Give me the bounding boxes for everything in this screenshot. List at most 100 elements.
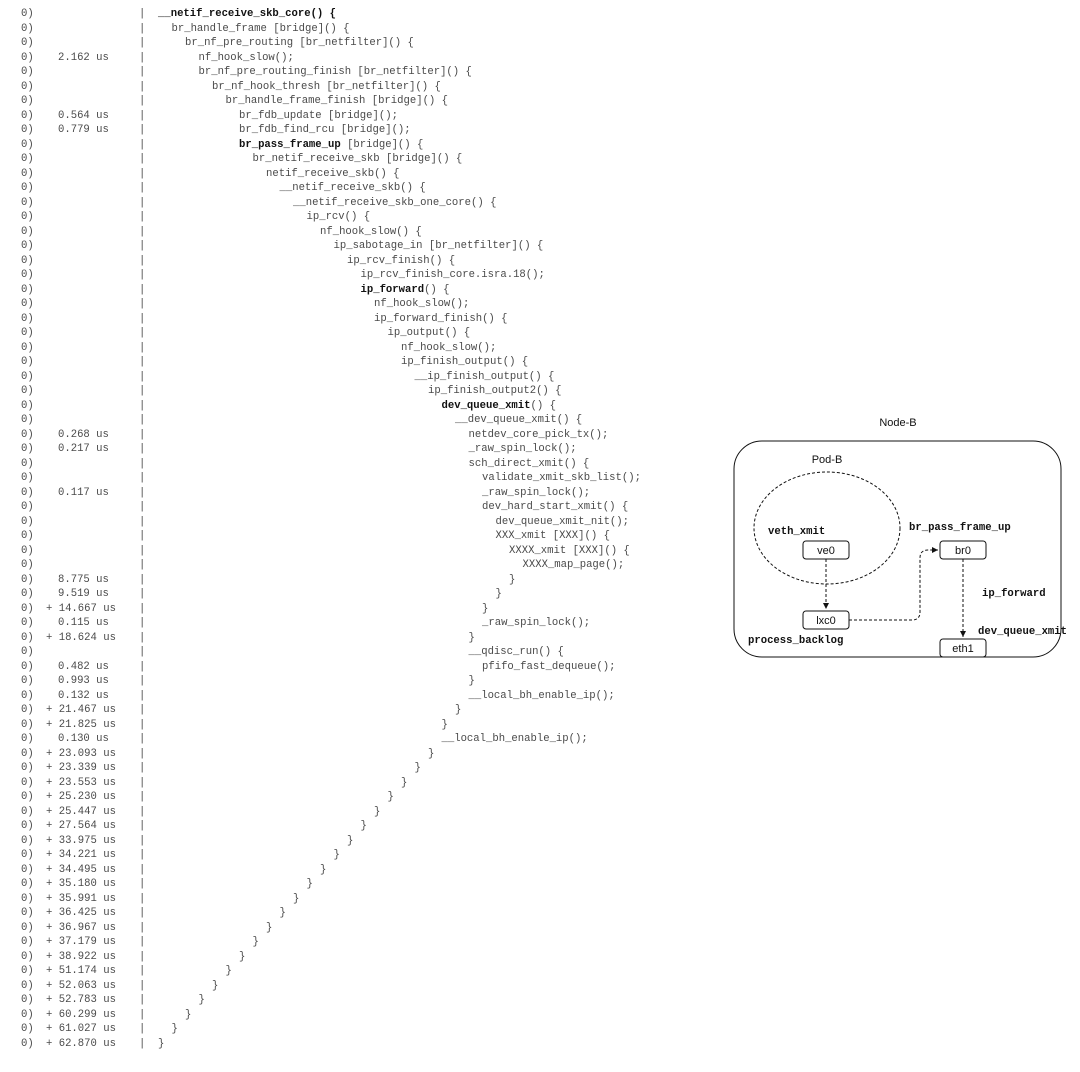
trace-line: 0)2.162 us|nf_hook_slow(); (0, 51, 700, 66)
trace-code: nf_hook_slow(); (198, 51, 294, 64)
trace-line: 0)|nf_hook_slow() { (0, 225, 700, 240)
trace-duration: 8.775 us (58, 573, 109, 586)
trace-duration: 0.993 us (58, 675, 109, 687)
ftrace-log: 0)|__netif_receive_skb_core() {0)|br_han… (0, 7, 700, 1051)
trace-cpu: 0) (21, 312, 34, 325)
trace-duration: 0.115 us (58, 617, 109, 629)
trace-line: 0)+ 23.093 us|} (0, 747, 700, 762)
trace-duration: + 35.180 us (46, 878, 116, 890)
trace-duration: + 60.299 us (46, 1008, 116, 1021)
trace-line: 0)+ 51.174 us|} (0, 964, 700, 979)
trace-code: } (279, 907, 286, 919)
trace-separator: | (139, 370, 146, 383)
label-br-pass-frame-up: br_pass_frame_up (909, 522, 1011, 534)
trace-cpu: 0) (21, 675, 34, 687)
diagram-svg: Node-B Pod-B veth_xmit ve0 lxc0 process_… (733, 417, 1067, 658)
trace-code: } (401, 776, 408, 789)
trace-duration: 0.130 us (58, 733, 109, 745)
trace-code: br_pass_frame_up [bridge]() { (239, 138, 424, 151)
trace-cpu: 0) (21, 602, 34, 615)
trace-line: 0) | __netif_receive_skb() { (0, 181, 700, 196)
trace-cpu: 0) (21, 370, 34, 383)
trace-cpu: 0) (21, 617, 34, 629)
trace-separator: | (139, 747, 146, 760)
trace-separator: | (139, 849, 146, 861)
trace-separator: | (139, 820, 146, 832)
trace-duration: 0.268 us (58, 428, 109, 441)
trace-line: 0)|br_nf_pre_routing_finish [br_netfilte… (0, 65, 700, 80)
trace-line: 0)0.779 us|br_fdb_find_rcu [bridge](); (0, 123, 700, 138)
trace-separator: | (139, 182, 146, 194)
trace-code: } (360, 820, 367, 832)
label-veth-xmit: veth_xmit (768, 526, 825, 538)
trace-cpu: 0) (21, 22, 34, 35)
trace-line: 0)|ip_rcv_finish() { (0, 254, 700, 269)
trace-cpu: 0) (21, 515, 34, 528)
trace-separator: | (139, 689, 146, 702)
trace-code: validate_xmit_skb_list(); (482, 472, 641, 484)
trace-line: 0)0.117 us|_raw_spin_lock(); (0, 486, 700, 501)
trace-cpu: 0) (21, 936, 34, 948)
trace-duration: + 25.447 us (46, 805, 116, 818)
trace-line: 0)+ 25.230 us|} (0, 790, 700, 805)
trace-code: ip_output() { (387, 327, 471, 339)
trace-cpu: 0) (21, 80, 34, 93)
trace-line: 0)|ip_sabotage_in [br_netfilter]() { (0, 239, 700, 254)
trace-code: nf_hook_slow() { (320, 225, 422, 238)
trace-line: 0)+ 25.447 us|} (0, 805, 700, 820)
label-ip-forward: ip_forward (982, 588, 1046, 600)
trace-cpu: 0) (21, 327, 34, 339)
trace-cpu: 0) (21, 776, 34, 789)
trace-cpu: 0) (21, 921, 34, 934)
trace-duration: + 23.339 us (46, 762, 116, 774)
trace-line: 0)0.132 us|__local_bh_enable_ip(); (0, 689, 700, 704)
trace-code: __qdisc_run() { (468, 646, 564, 658)
trace-line: 0)0.115 us|_raw_spin_lock(); (0, 616, 700, 631)
trace-cpu: 0) (21, 196, 34, 209)
trace-cpu: 0) (21, 153, 34, 165)
trace-code: } (225, 965, 232, 977)
trace-code: ip_rcv() { (306, 211, 371, 223)
trace-separator: | (139, 907, 146, 919)
trace-cpu: 0) (21, 646, 34, 658)
iface-ve0-label: ve0 (817, 545, 835, 557)
trace-separator: | (139, 225, 146, 238)
node-label: Node-B (879, 417, 916, 429)
trace-separator: | (139, 646, 146, 658)
trace-code: br_nf_hook_thresh [br_netfilter]() { (212, 80, 441, 93)
trace-duration: + 36.425 us (46, 907, 116, 919)
trace-code: } (212, 979, 219, 992)
trace-separator: | (139, 443, 146, 455)
trace-duration: + 27.564 us (46, 820, 116, 832)
trace-code: } (306, 878, 313, 890)
trace-cpu: 0) (21, 283, 34, 296)
trace-cpu: 0) (21, 182, 34, 194)
trace-code: __dev_queue_xmit() { (455, 414, 583, 426)
trace-cpu: 0) (21, 8, 34, 20)
trace-line: 0)|nf_hook_slow(); (0, 341, 700, 356)
trace-cpu: 0) (21, 399, 34, 412)
trace-code: __local_bh_enable_ip(); (468, 689, 615, 702)
trace-code: __ip_finish_output() { (414, 370, 555, 383)
iface-eth1 (939, 638, 987, 658)
trace-line: 0)|ip_finish_output2() { (0, 384, 700, 399)
trace-cpu: 0) (21, 501, 34, 513)
trace-code: br_nf_pre_routing_finish [br_netfilter](… (198, 66, 472, 78)
trace-code: netif_receive_skb() { (266, 167, 400, 180)
trace-line: 0)0.217 us|_raw_spin_lock(); (0, 442, 700, 457)
trace-cpu: 0) (21, 341, 34, 354)
trace-cpu: 0) (21, 805, 34, 818)
trace-cpu: 0) (21, 167, 34, 180)
trace-cpu: 0) (21, 240, 34, 252)
trace-separator: | (139, 1008, 146, 1021)
trace-cpu: 0) (21, 950, 34, 963)
trace-line: 0)+ 18.624 us|} (0, 631, 700, 646)
trace-separator: | (139, 80, 146, 93)
trace-line: 0)+ 23.339 us|} (0, 761, 700, 776)
trace-line: 0)|ip_forward_finish() { (0, 312, 700, 327)
trace-cpu: 0) (21, 530, 34, 542)
trace-line: 0)|__netif_receive_skb_core() { (0, 7, 700, 22)
trace-cpu: 0) (21, 211, 34, 223)
trace-code: __netif_receive_skb() { (279, 182, 426, 194)
trace-separator: | (139, 37, 146, 49)
